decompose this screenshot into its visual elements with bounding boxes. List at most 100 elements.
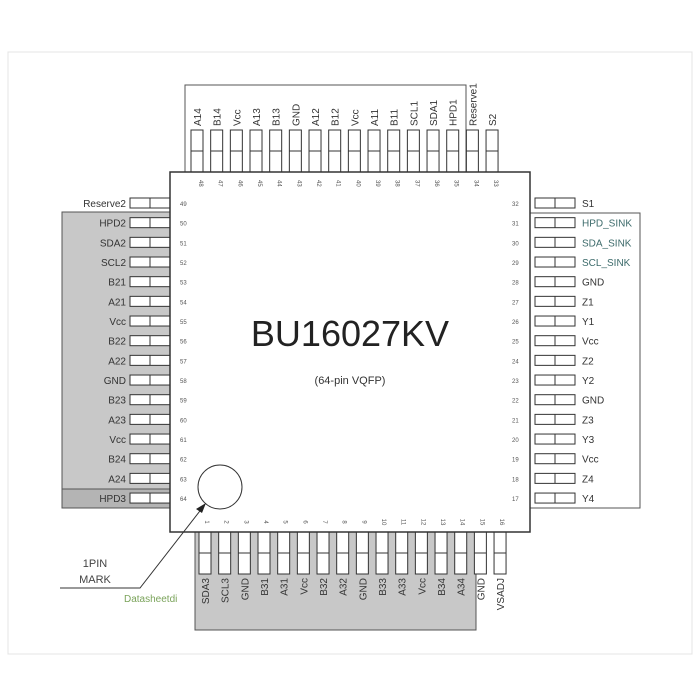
pin-number-10: 10 (380, 519, 386, 526)
pin-label-20: Y3 (582, 435, 595, 446)
pin-number-61: 61 (180, 438, 187, 444)
pin-number-42: 42 (315, 180, 321, 187)
pin-label-18: Z4 (582, 474, 594, 485)
pin-number-28: 28 (512, 281, 519, 287)
pin-number-58: 58 (180, 379, 187, 385)
pin-number-56: 56 (180, 340, 187, 346)
left-pin-group (61, 211, 173, 490)
pin-label-3: GND (240, 578, 251, 600)
pin-number-18: 18 (512, 477, 519, 483)
pin-number-32: 32 (512, 202, 519, 208)
pin-number-64: 64 (180, 497, 187, 503)
pin-number-62: 62 (180, 458, 187, 464)
pin-label-60: A23 (108, 415, 126, 426)
pin-number-29: 29 (512, 261, 519, 267)
pin-number-39: 39 (374, 180, 380, 187)
pin-label-21: Z3 (582, 415, 594, 426)
pin-number-27: 27 (512, 300, 519, 306)
pin-label-40: Vcc (350, 109, 361, 126)
pin-label-1: SDA3 (201, 578, 212, 605)
pin-number-15: 15 (478, 519, 484, 526)
top-pin-group (184, 84, 467, 176)
pin-label-42: A12 (311, 108, 322, 126)
pin-label-35: HPD1 (449, 99, 460, 126)
pin-number-13: 13 (439, 519, 445, 526)
pin-number-26: 26 (512, 320, 519, 326)
pin-number-33: 33 (492, 180, 498, 187)
pin-number-6: 6 (301, 520, 307, 524)
pin-label-14: A34 (457, 578, 468, 596)
pin-number-5: 5 (282, 520, 288, 524)
pin-label-22: GND (582, 396, 604, 407)
pin-number-22: 22 (512, 399, 519, 405)
pin-label-10: B33 (378, 578, 389, 596)
pin-label-9: GND (358, 578, 369, 600)
pin-number-41: 41 (335, 180, 341, 187)
pin-number-25: 25 (512, 340, 519, 346)
chip-body (169, 171, 531, 533)
pin-label-47: B14 (213, 108, 224, 126)
pin-number-57: 57 (180, 359, 187, 365)
pin-number-21: 21 (512, 418, 519, 424)
pin-label-30: SDA_SINK (582, 238, 632, 249)
pin-number-9: 9 (360, 520, 366, 524)
pin-number-16: 16 (498, 519, 504, 526)
pin-label-61: Vcc (109, 435, 126, 446)
pin-label-58: GND (104, 376, 126, 387)
pin-label-45: A13 (252, 108, 263, 126)
pin-number-4: 4 (262, 520, 268, 524)
pin-label-39: A11 (370, 109, 381, 126)
pin-number-24: 24 (512, 359, 519, 365)
pin-label-56: B22 (108, 337, 126, 348)
pin-number-23: 23 (512, 379, 519, 385)
pin1-mark-circle (197, 464, 243, 510)
pin-label-8: A32 (339, 578, 350, 596)
pin-label-46: Vcc (232, 109, 243, 126)
pin-number-59: 59 (180, 399, 187, 405)
pin-label-63: A24 (108, 474, 126, 485)
pin-label-23: Y2 (582, 376, 595, 387)
pin-label-31: HPD_SINK (582, 219, 632, 230)
watermark: Datasheetdi (124, 594, 177, 605)
pin-number-8: 8 (341, 520, 347, 524)
pin-number-14: 14 (459, 519, 465, 526)
pin-number-31: 31 (512, 222, 519, 228)
pin-number-34: 34 (472, 180, 478, 187)
pin-label-34: Reserve1 (468, 83, 479, 126)
pin-number-19: 19 (512, 458, 519, 464)
pin-number-48: 48 (197, 180, 203, 187)
outer-frame (7, 51, 693, 655)
pin-number-2: 2 (223, 520, 229, 524)
pin-number-38: 38 (394, 180, 400, 187)
pin-number-60: 60 (180, 418, 187, 424)
pin-label-55: Vcc (109, 317, 126, 328)
pin-number-1: 1 (203, 520, 209, 524)
pin-label-51: SDA2 (100, 238, 127, 249)
pin-label-19: Vcc (582, 455, 599, 466)
pin-label-57: A22 (108, 356, 126, 367)
pin-label-4: B31 (260, 578, 271, 596)
pin1-label-line2: MARK (79, 574, 111, 586)
pin-number-11: 11 (400, 519, 406, 526)
pin-label-37: SCL1 (409, 101, 420, 126)
pin-label-24: Z2 (582, 356, 594, 367)
pin-number-17: 17 (512, 497, 519, 503)
pin-label-27: Z1 (582, 297, 594, 308)
chip-name: BU16027KV (251, 313, 449, 354)
pin-label-38: B11 (390, 109, 401, 126)
pin1-leader-line (60, 506, 204, 589)
pin-number-30: 30 (512, 241, 519, 247)
pin-label-16: VSADJ (496, 578, 507, 610)
pin-label-28: GND (582, 278, 604, 289)
pin-label-52: SCL2 (101, 258, 126, 269)
pin-number-46: 46 (236, 180, 242, 187)
pin-number-53: 53 (180, 281, 187, 287)
pin-number-37: 37 (413, 180, 419, 187)
pin-label-11: A33 (398, 578, 409, 596)
pin-label-43: GND (291, 104, 302, 126)
pin-label-59: B23 (108, 396, 126, 407)
pin-number-50: 50 (180, 222, 187, 228)
pin-label-41: B12 (331, 108, 342, 126)
pin-number-3: 3 (242, 520, 248, 524)
